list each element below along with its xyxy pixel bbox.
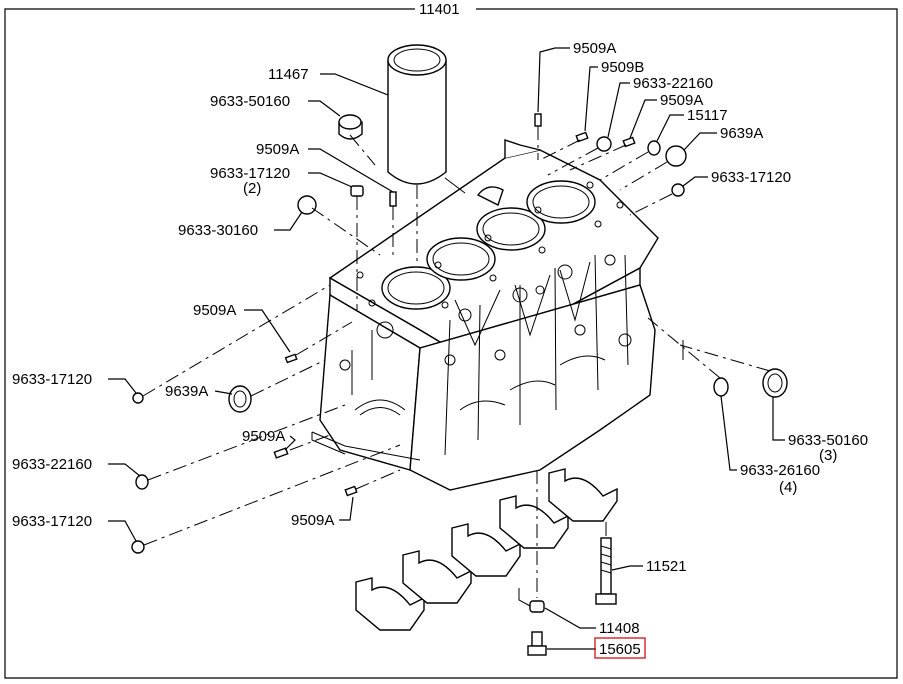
- label-pin-b-right: 9509B: [601, 59, 644, 76]
- label-plug-26160: 9633-26160: [740, 462, 820, 479]
- plugs-and-pins: [131, 113, 788, 554]
- label-plug-30160: 9633-30160: [178, 222, 258, 239]
- small-parts-bottom: [518, 470, 547, 656]
- label-plug-17120-left-low: 9633-17120: [12, 513, 92, 530]
- label-plug-50160-right: 9633-50160: [788, 432, 868, 449]
- highlight-box-15605: [594, 637, 646, 659]
- label-liner: 11467: [268, 66, 309, 83]
- assembly-number-label: 11401: [419, 1, 460, 18]
- diagram-frame: [4, 8, 898, 679]
- label-plug-22160-left: 9633-22160: [12, 456, 92, 473]
- label-pin-a-top: 9509A: [256, 141, 299, 158]
- label-plug-17120-left-top: 9633-17120: [210, 165, 290, 182]
- label-part-15605: 15605: [599, 641, 641, 658]
- label-qty-2: (2): [243, 180, 261, 197]
- label-seal-9639a-right: 9639A: [720, 125, 763, 142]
- label-plug-50160-top: 9633-50160: [210, 93, 290, 110]
- leader-lines: [108, 47, 785, 650]
- main-bearing-caps: [355, 468, 618, 631]
- label-pin-a-mid: 9509A: [193, 302, 236, 319]
- cylinder-block: [311, 139, 659, 491]
- label-plug-17120-left-mid: 9633-17120: [12, 371, 92, 388]
- label-part-15117: 15117: [687, 107, 728, 124]
- label-pin-a-right-2: 9509A: [660, 92, 703, 109]
- cylinder-liner: [387, 44, 466, 262]
- label-qty-4: (4): [779, 479, 797, 496]
- label-plug-22160-right: 9633-22160: [633, 75, 713, 92]
- label-qty-3: (3): [819, 447, 837, 464]
- part-labels: 11467 9633-50160 9509A 9633-17120 (2) 96…: [12, 40, 868, 658]
- label-pin-a-bottom: 9509A: [291, 512, 334, 529]
- label-seal-9639a-left: 9639A: [165, 383, 208, 400]
- label-part-11408: 11408: [599, 620, 640, 637]
- main-bearing-bolt: [595, 522, 617, 605]
- label-plug-17120-right: 9633-17120: [711, 169, 791, 186]
- label-bolt-11521: 11521: [646, 558, 687, 575]
- label-pin-a-low: 9509A: [242, 428, 285, 445]
- label-pin-a-right-top: 9509A: [573, 40, 616, 57]
